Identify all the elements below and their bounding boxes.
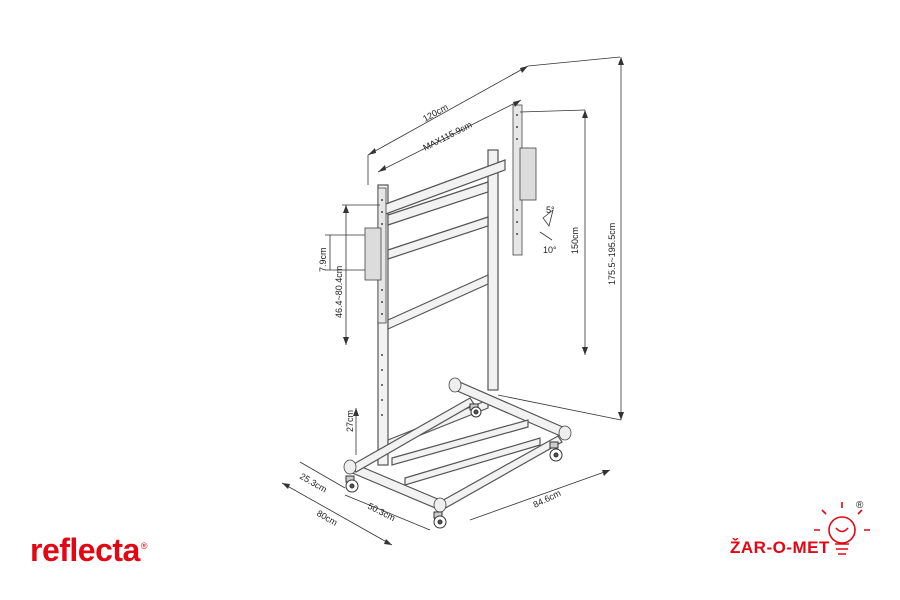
bulb-logo-icon <box>814 502 870 555</box>
label-tilt-down: 10° <box>543 245 557 255</box>
label-overall-height: 175.5~195.5cm <box>607 223 617 285</box>
dealer-name: ŽAR-O-MET <box>730 538 830 557</box>
label-tilt-up: 5° <box>546 205 555 215</box>
label-max-width: MAX115.9cm <box>421 120 473 153</box>
label-screen-height: 150cm <box>570 227 580 254</box>
caster-front-left <box>345 475 359 493</box>
label-side-offset: 25.3cm <box>298 471 329 494</box>
caster-back-right <box>549 441 563 462</box>
reflecta-logo: reflecta® <box>30 532 147 569</box>
dealer-registered-mark: ® <box>856 500 864 511</box>
label-overall-width: 120cm <box>421 102 449 124</box>
dimension-lines <box>281 56 624 546</box>
label-base-width: 84.6cm <box>531 488 562 510</box>
label-inner-depth: 50.3cm <box>366 501 397 523</box>
stand-frame <box>343 104 572 513</box>
caster-back-left <box>469 403 482 418</box>
dealer-logo: ŽAR-O-MET <box>730 538 830 558</box>
brand-name: reflecta <box>30 532 140 568</box>
brand-registered-mark: ® <box>140 541 148 552</box>
caster-front-right <box>433 511 447 529</box>
label-bracket-height: 46.4~80.4cm <box>334 266 344 318</box>
label-shelf-height: 27cm <box>345 410 355 432</box>
label-base-depth: 80cm <box>315 508 339 528</box>
label-bracket-hole-spacing: 7.9cm <box>318 247 328 272</box>
caster-wheels <box>345 403 563 529</box>
